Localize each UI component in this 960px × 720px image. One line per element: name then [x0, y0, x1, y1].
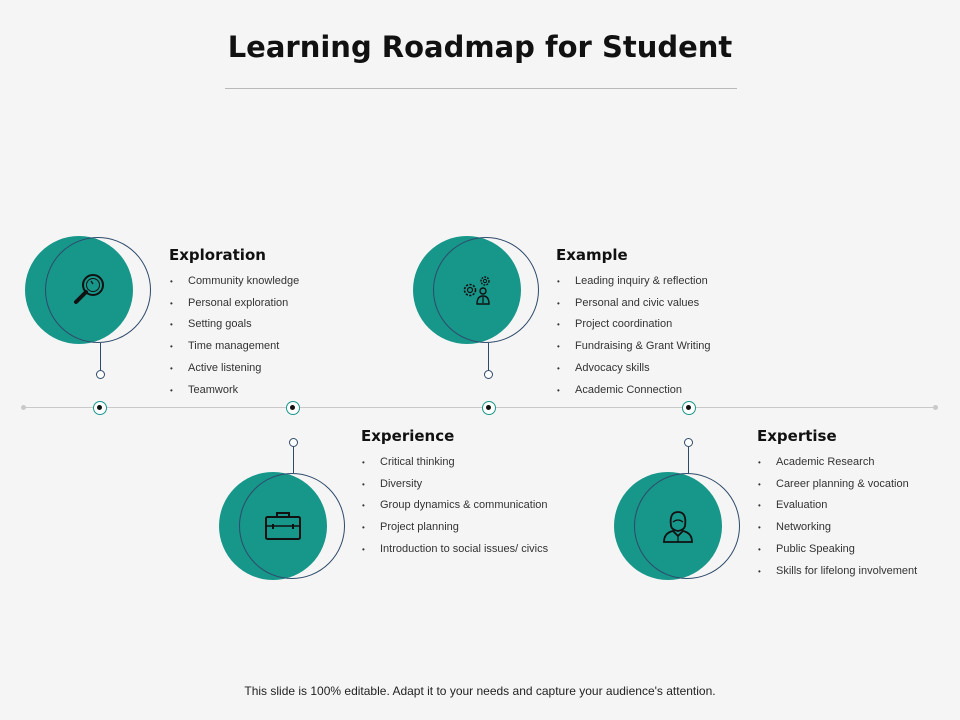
stage-heading: Expertise [757, 427, 837, 445]
magnifier-icon [74, 274, 104, 304]
list-item: Public Speaking [757, 539, 917, 561]
list-item: Academic Research [757, 452, 917, 474]
title-divider [225, 88, 737, 89]
timeline-node-example [482, 401, 496, 415]
briefcase-icon [265, 512, 301, 540]
timeline-node-exploration [93, 401, 107, 415]
stage-expertise: Expertise Academic Research Career plann… [757, 427, 917, 582]
list-item: Networking [757, 517, 917, 539]
list-item: Project coordination [556, 314, 711, 336]
list-item: Skills for lifelong involvement [757, 561, 917, 583]
stage-item-list: Critical thinking Diversity Group dynami… [361, 452, 548, 561]
stage-example: Example Leading inquiry & reflection Per… [556, 246, 711, 401]
list-item: Introduction to social issues/ civics [361, 539, 548, 561]
list-item: Advocacy skills [556, 358, 711, 380]
stage-item-list: Leading inquiry & reflection Personal an… [556, 271, 711, 401]
list-item: Personal exploration [169, 293, 299, 315]
stage-item-list: Academic Research Career planning & voca… [757, 452, 917, 582]
timeline-start-dot [21, 405, 26, 410]
page-title: Learning Roadmap for Student [227, 30, 733, 64]
stem-example [488, 343, 489, 371]
list-item: Personal and civic values [556, 293, 711, 315]
stage-heading: Experience [361, 427, 455, 445]
list-item: Fundraising & Grant Writing [556, 336, 711, 358]
list-item: Group dynamics & communication [361, 495, 548, 517]
person-icon [663, 511, 693, 543]
stem-dot-exploration [96, 370, 105, 379]
stem-dot-experience [289, 438, 298, 447]
list-item: Academic Connection [556, 380, 711, 402]
stage-item-list: Community knowledge Personal exploration… [169, 271, 299, 401]
list-item: Active listening [169, 358, 299, 380]
list-item: Career planning & vocation [757, 474, 917, 496]
gears-person-icon [463, 276, 490, 305]
list-item: Teamwork [169, 380, 299, 402]
timeline-node-expertise [682, 401, 696, 415]
stem-expertise [688, 447, 689, 473]
stem-dot-example [484, 370, 493, 379]
list-item: Leading inquiry & reflection [556, 271, 711, 293]
list-item: Time management [169, 336, 299, 358]
footer-note: This slide is 100% editable. Adapt it to… [244, 684, 716, 698]
stage-exploration: Exploration Community knowledge Personal… [169, 246, 299, 401]
timeline-end-dot [933, 405, 938, 410]
list-item: Setting goals [169, 314, 299, 336]
timeline-line [25, 407, 935, 408]
list-item: Critical thinking [361, 452, 548, 474]
stem-experience [293, 447, 294, 473]
list-item: Community knowledge [169, 271, 299, 293]
stage-heading: Example [556, 246, 628, 264]
list-item: Project planning [361, 517, 548, 539]
list-item: Evaluation [757, 495, 917, 517]
stem-exploration [100, 343, 101, 371]
stem-dot-expertise [684, 438, 693, 447]
stage-heading: Exploration [169, 246, 266, 264]
timeline-node-experience [286, 401, 300, 415]
stage-experience: Experience Critical thinking Diversity G… [361, 427, 548, 561]
list-item: Diversity [361, 474, 548, 496]
